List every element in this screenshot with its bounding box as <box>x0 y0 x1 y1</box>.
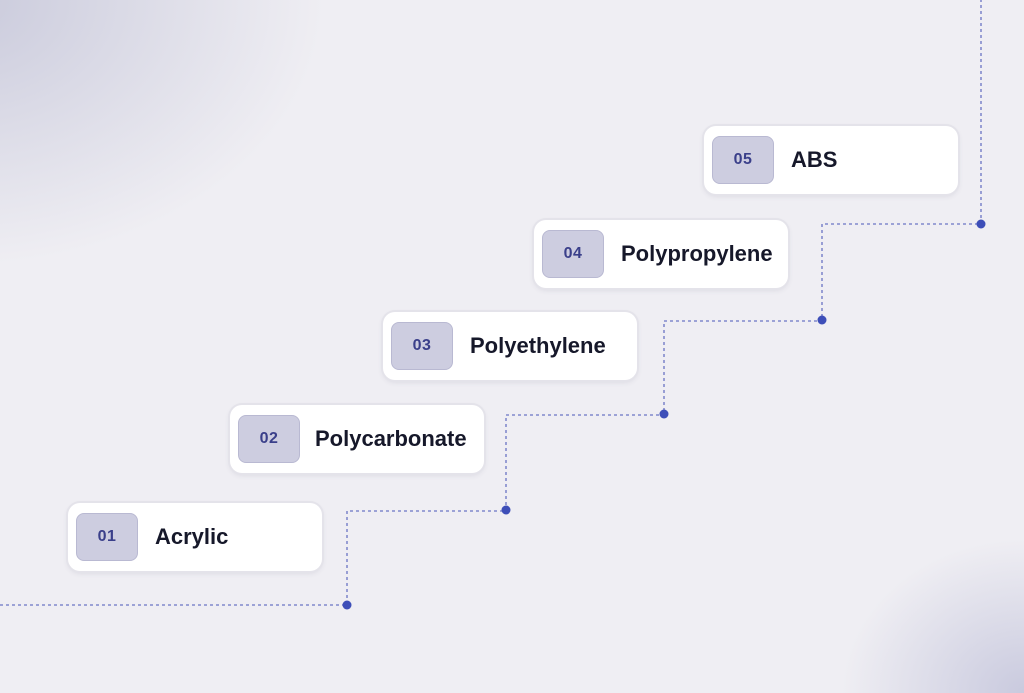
step-card-05: 05 ABS <box>704 126 958 194</box>
connector-node-1 <box>342 600 352 610</box>
step-number-badge: 02 <box>238 415 300 463</box>
step-card-01: 01 Acrylic <box>68 503 322 571</box>
step-label: Acrylic <box>155 524 229 549</box>
step-card-04: 04 Polypropylene <box>534 220 788 288</box>
step-number-badge: 03 <box>391 322 453 370</box>
step-number-badge: 05 <box>712 136 774 184</box>
step-number-badge: 01 <box>76 513 138 561</box>
step-label: Polypropylene <box>621 241 773 266</box>
connector-node-5 <box>976 219 986 229</box>
step-card-03: 03 Polyethylene <box>383 312 637 380</box>
connector-node-4 <box>817 315 827 325</box>
step-number-badge: 04 <box>542 230 604 278</box>
step-card-02: 02 Polycarbonate <box>230 405 484 473</box>
step-label: Polycarbonate <box>315 426 467 451</box>
connector-node-3 <box>659 409 669 419</box>
connector-node-2 <box>501 505 511 515</box>
step-label: ABS <box>791 147 838 172</box>
step-label: Polyethylene <box>470 333 606 358</box>
